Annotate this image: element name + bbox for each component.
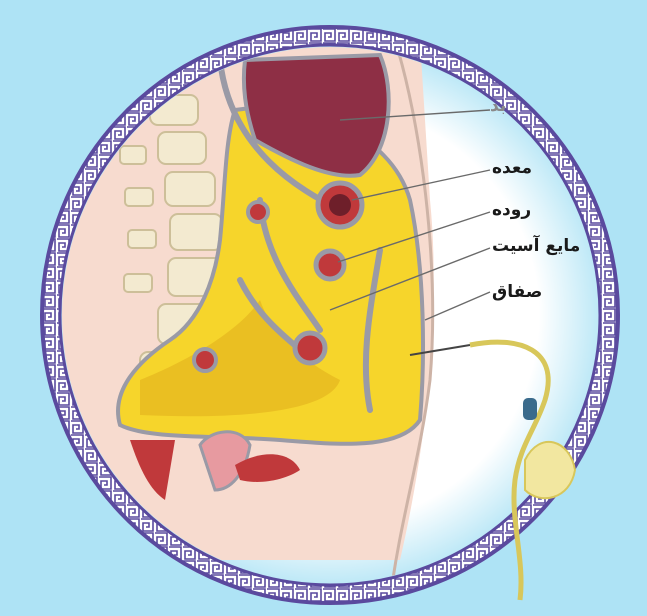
label-peritoneum: صفاق [492,282,552,302]
label-liver: بد [490,96,546,116]
intestine-section [316,251,344,279]
label-intestine: روده [492,200,552,220]
label-ascites: مایع آسیت [492,236,592,256]
label-stomach: معده [492,158,552,178]
